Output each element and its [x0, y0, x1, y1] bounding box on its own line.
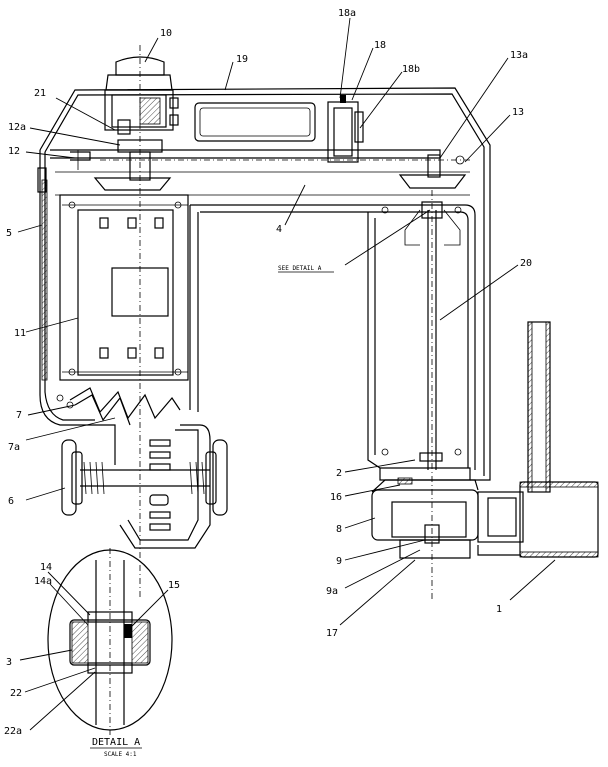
- label-12a: 12a: [8, 122, 26, 133]
- top-slot: [194, 102, 316, 142]
- label-7a: 7a: [8, 442, 20, 453]
- label-6: 6: [8, 496, 14, 507]
- detail-a-title: DETAIL A: [92, 737, 140, 748]
- horizontal-arm: [50, 149, 476, 470]
- detail-a: [47, 548, 173, 735]
- label-17: 17: [326, 628, 338, 639]
- label-9: 9: [336, 556, 342, 567]
- leader-lines: [17, 17, 556, 731]
- pipe-assembly: [477, 321, 599, 558]
- label-22a: 22a: [4, 726, 22, 737]
- label-13a: 13a: [510, 50, 528, 61]
- switch-assembly: [327, 95, 364, 163]
- label-19: 19: [236, 54, 248, 65]
- left-motor-body: [59, 194, 189, 381]
- label-18b: 18b: [402, 64, 420, 75]
- label-5: 5: [6, 228, 12, 239]
- top-slot-inner: [199, 107, 311, 137]
- label-8: 8: [336, 524, 342, 535]
- label-10: 10: [160, 28, 172, 39]
- label-7: 7: [16, 410, 22, 421]
- right-shaft: [404, 190, 461, 600]
- label-13: 13: [512, 107, 524, 118]
- label-14: 14: [40, 562, 52, 573]
- label-16: 16: [330, 492, 342, 503]
- label-2: 2: [336, 468, 342, 479]
- label-15: 15: [168, 580, 180, 591]
- blades: [56, 387, 181, 426]
- label-3: 3: [6, 657, 12, 668]
- motor-assembly: [104, 45, 179, 600]
- label-20: 20: [520, 258, 532, 269]
- label-18a: 18a: [338, 8, 356, 19]
- label-9a: 9a: [326, 586, 338, 597]
- detail-a-scale: SCALE 4:1: [104, 751, 137, 758]
- label-14a: 14a: [34, 576, 52, 587]
- pulley-right: [398, 154, 467, 189]
- lower-right-unit: [371, 452, 479, 559]
- label-22: 22: [10, 688, 22, 699]
- label-21: 21: [34, 88, 46, 99]
- wheel-assembly: [61, 439, 228, 516]
- label-1: 1: [496, 604, 502, 615]
- label-11: 11: [14, 328, 26, 339]
- lower-base: [95, 424, 211, 549]
- see-detail-a-label: SEE DETAIL A: [278, 265, 322, 272]
- label-12: 12: [8, 146, 20, 157]
- label-18: 18: [374, 40, 386, 51]
- label-4: 4: [276, 224, 282, 235]
- outer-housing: [37, 87, 491, 481]
- pulley-left: [70, 139, 172, 191]
